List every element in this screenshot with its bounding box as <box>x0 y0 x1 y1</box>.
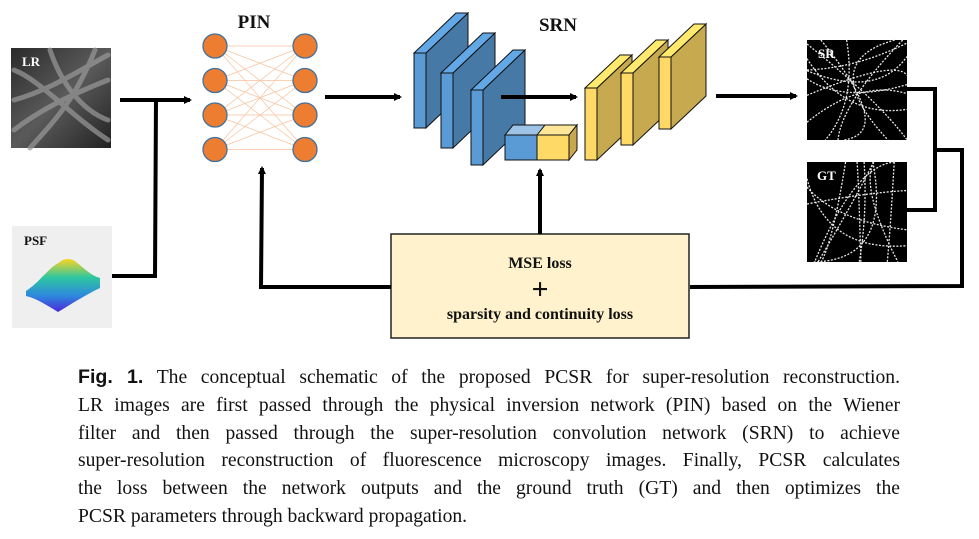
pcsr-schematic: LR PSF PIN SRN SR GT <box>11 11 964 339</box>
caption-line-1: Fig. 1. The conceptual schematic of the … <box>78 366 900 388</box>
pin-output-node <box>292 136 318 163</box>
pin-edge <box>214 80 306 150</box>
srn-bottleneck <box>503 123 579 162</box>
fiber-strand <box>806 189 908 205</box>
caption-line-6: PCSR parameters through backward propaga… <box>78 505 468 527</box>
srn-decoder-block <box>657 22 708 131</box>
pin-edge <box>214 45 306 150</box>
psf-image: PSF <box>12 226 112 328</box>
gt-image: GT <box>806 161 908 263</box>
pin-network: PIN <box>202 12 318 163</box>
fiber-strand <box>806 56 908 83</box>
fiber-strand <box>869 161 899 263</box>
fiber-strand <box>813 161 895 263</box>
pin-title: PIN <box>238 12 271 33</box>
pin-edge <box>214 114 306 150</box>
pin-input-node <box>202 67 228 94</box>
pin-output-node <box>292 33 318 59</box>
gt-label: GT <box>817 168 836 183</box>
pin-input-node <box>202 136 228 163</box>
pin-output-node <box>292 102 318 128</box>
caption-line-3: filter and then passed through the super… <box>78 422 900 444</box>
figure-caption: Fig. 1. The conceptual schematic of the … <box>78 364 900 531</box>
pin-edge <box>214 45 306 81</box>
fiber-strand <box>837 39 904 141</box>
fiber-strand <box>806 43 908 141</box>
pin-input-node <box>202 102 228 128</box>
pin-edge <box>214 45 306 116</box>
caption-line-2: LR images are first passed through the p… <box>78 394 900 416</box>
input-connectors <box>112 96 192 278</box>
fiber-strand <box>886 161 895 263</box>
fiber-strand <box>806 89 908 123</box>
feedback-arrows <box>257 166 544 289</box>
fiber-strand <box>820 39 866 141</box>
pin-output-node <box>292 67 318 94</box>
caption-line-5: the loss between the network outputs and… <box>78 478 900 500</box>
fiber-strand <box>824 39 850 141</box>
mse-loss-label: MSE loss <box>508 255 572 272</box>
fiber-strand <box>806 58 908 112</box>
sr-label: SR <box>818 46 835 61</box>
figure-label: Fig. 1. <box>78 366 144 388</box>
plus-sign: + <box>531 273 548 306</box>
lr-image: LR <box>11 47 111 151</box>
fiber-strand <box>806 78 908 94</box>
srn-network: SRN <box>412 11 708 167</box>
loss-box: MSE loss + sparsity and continuity loss <box>390 233 690 339</box>
fiber-strand <box>806 42 908 71</box>
fiber-strand <box>858 161 866 263</box>
fiber-strand <box>806 69 908 96</box>
psf-label: PSF <box>24 233 47 248</box>
output-connectors <box>689 87 964 289</box>
fiber-strand <box>856 161 862 263</box>
caption-line-4: super-resolution reconstruction of fluor… <box>78 450 900 472</box>
pin-input-node <box>202 33 228 59</box>
lr-label: LR <box>22 54 41 69</box>
srn-title: SRN <box>539 15 577 36</box>
sparsity-continuity-loss-label: sparsity and continuity loss <box>447 306 633 323</box>
fiber-strand <box>813 161 877 263</box>
srn-encoder-block <box>469 48 527 167</box>
sr-image: SR <box>806 39 908 141</box>
